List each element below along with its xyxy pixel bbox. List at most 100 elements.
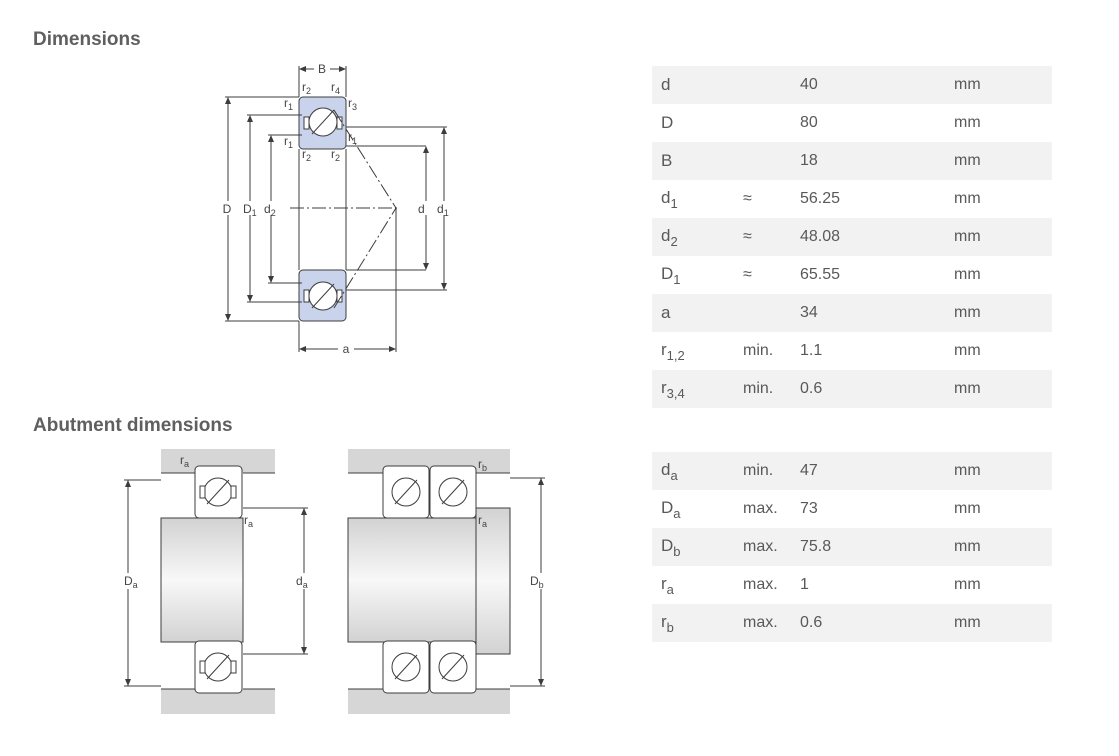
unit-cell: mm — [945, 66, 1052, 104]
unit-cell: mm — [954, 190, 981, 207]
value-cell: 18 — [790, 142, 945, 180]
label-da: da — [296, 574, 308, 590]
label-Db: Db — [530, 574, 544, 590]
symbol-subscript: a — [673, 505, 681, 521]
value-cell: 40 — [790, 66, 945, 104]
symbol-cell: d2 — [652, 218, 733, 256]
symbol-subscript: 1 — [670, 195, 678, 211]
symbol-subscript: 1,2 — [666, 347, 685, 363]
symbol-base: r — [661, 339, 667, 359]
symbol-base: B — [661, 151, 673, 170]
unit-cell: mm — [954, 266, 981, 283]
symbol-subscript: a — [666, 581, 674, 597]
label-D1: D1 — [243, 202, 257, 218]
symbol-cell: rb — [652, 604, 733, 642]
qualifier-cell: ≈ — [743, 266, 752, 283]
dimensions-title: Dimensions — [33, 29, 141, 50]
value-cell: 80 — [800, 114, 818, 131]
unit-cell: mm — [954, 342, 981, 359]
symbol-cell: da — [652, 452, 733, 490]
qualifier-cell: max. — [733, 528, 790, 566]
value-cell: 73 — [800, 500, 818, 517]
symbol-base: d — [661, 459, 671, 479]
symbol-cell: a — [652, 294, 733, 332]
symbol-base: D — [661, 535, 674, 555]
symbol-subscript: b — [673, 543, 681, 559]
value-cell: 65.55 — [800, 266, 841, 283]
value-cell: 0.6 — [790, 604, 945, 642]
symbol-base: r — [661, 377, 667, 397]
symbol-base: D — [661, 497, 674, 517]
bearing-dimensions-drawing: B a D D1 d2 d d1 r2 r4 r1 r3 r1 r1 r2 r2 — [219, 62, 458, 356]
unit-cell: mm — [945, 528, 1052, 566]
label-d1: d1 — [437, 202, 449, 218]
spec-row: D 80 mm — [652, 104, 1052, 142]
symbol-base: d — [661, 75, 671, 94]
symbol-cell: d1 — [652, 180, 733, 218]
label-ra-top: ra — [180, 453, 189, 469]
symbol-base: d — [661, 187, 671, 207]
value-cell: 0.6 — [790, 370, 945, 408]
qualifier-cell — [733, 104, 790, 142]
abutment-single-drawing: Da da ra ra — [120, 449, 314, 714]
unit-cell: mm — [954, 576, 981, 593]
symbol-base: D — [661, 113, 674, 132]
label-B: B — [318, 62, 326, 76]
label-D: D — [223, 202, 232, 216]
symbol-base: r — [661, 573, 667, 593]
symbol-cell: ra — [652, 566, 733, 604]
label-ra-shaft: ra — [244, 513, 253, 529]
symbol-cell: D — [652, 104, 733, 142]
abutment-dimensions-title: Abutment dimensions — [33, 415, 233, 436]
qualifier-cell: max. — [733, 604, 790, 642]
qualifier-cell — [733, 294, 790, 332]
label-r2-top: r2 — [302, 80, 311, 96]
value-cell: 47 — [790, 452, 945, 490]
unit-cell: mm — [945, 218, 1052, 256]
unit-cell: mm — [954, 114, 981, 131]
unit-cell: mm — [945, 294, 1052, 332]
unit-cell: mm — [945, 370, 1052, 408]
unit-cell: mm — [945, 142, 1052, 180]
symbol-subscript: b — [666, 619, 674, 635]
symbol-base: D — [661, 263, 674, 283]
qualifier-cell: max. — [743, 500, 778, 517]
label-r1-right: r1 — [348, 130, 357, 146]
symbol-base: r — [661, 611, 667, 631]
unit-cell: mm — [954, 500, 981, 517]
label-d2: d2 — [264, 202, 276, 218]
qualifier-cell: ≈ — [733, 218, 790, 256]
unit-cell: mm — [945, 604, 1052, 642]
value-cell: 34 — [790, 294, 945, 332]
symbol-cell: d — [652, 66, 733, 104]
symbol-base: d — [661, 225, 671, 245]
value-cell: 56.25 — [800, 190, 841, 207]
qualifier-cell: min. — [743, 342, 774, 359]
symbol-base: a — [661, 303, 671, 322]
label-r2-bottom-right: r2 — [331, 147, 340, 163]
qualifier-cell — [733, 66, 790, 104]
value-cell: 75.8 — [790, 528, 945, 566]
value-cell: 48.08 — [790, 218, 945, 256]
label-rb: rb — [478, 457, 487, 473]
label-r1-top: r1 — [284, 96, 293, 112]
qualifier-cell: min. — [733, 370, 790, 408]
label-r3: r3 — [348, 96, 357, 112]
label-r4: r4 — [331, 80, 340, 96]
qualifier-cell: max. — [743, 576, 778, 593]
symbol-subscript: 2 — [670, 233, 678, 249]
symbol-cell: r3,4 — [652, 370, 733, 408]
